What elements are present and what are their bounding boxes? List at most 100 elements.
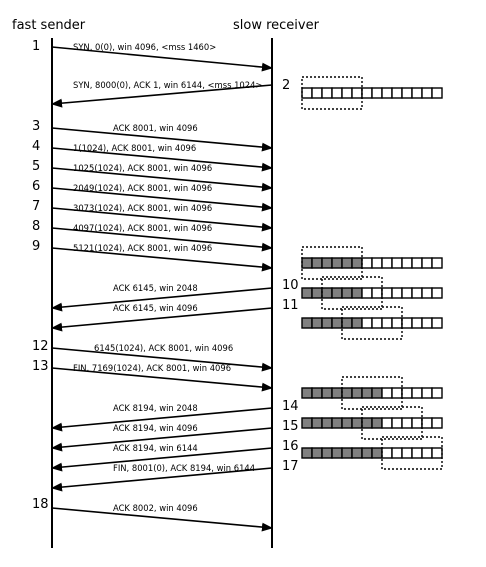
buffer-cell [431, 257, 443, 269]
step-number-4: 4 [32, 139, 40, 154]
buffer-3 [301, 276, 443, 310]
message-label-10: ACK 6145, win 2048 [113, 283, 198, 293]
buffer-cell [351, 87, 363, 99]
buffer-cell [381, 287, 393, 299]
buffer-cell [331, 287, 343, 299]
step-number-10: 10 [282, 278, 299, 293]
buffer-cell [341, 447, 353, 459]
buffer-cell [321, 387, 333, 399]
buffer-cell [431, 87, 443, 99]
message-arrow-5 [51, 167, 274, 192]
buffer-cell [371, 257, 383, 269]
buffer-window [301, 246, 363, 280]
buffer-cell [301, 417, 313, 429]
receive-buffers [301, 76, 443, 470]
buffer-cell [391, 447, 403, 459]
step-number-2: 2 [282, 78, 290, 93]
buffer-cell [361, 317, 373, 329]
message-label-11: ACK 6145, win 4096 [113, 303, 198, 313]
buffer-cell [401, 417, 413, 429]
buffer-cell [421, 317, 433, 329]
buffer-4 [301, 306, 443, 340]
buffer-cell [371, 287, 383, 299]
buffer-cell [411, 417, 423, 429]
step-number-8: 8 [32, 219, 40, 234]
buffer-window [341, 376, 403, 410]
buffer-cell [331, 447, 343, 459]
buffer-cell [401, 257, 413, 269]
message-label-5: 1025(1024), ACK 8001, win 4096 [73, 163, 212, 173]
message-arrow-3 [51, 127, 274, 152]
message-label-12: 6145(1024), ACK 8001, win 4096 [94, 343, 233, 353]
buffer-cell [401, 287, 413, 299]
buffer-cell [321, 417, 333, 429]
buffer-cell [421, 417, 433, 429]
step-number-18: 18 [32, 497, 49, 512]
buffer-cell [391, 417, 403, 429]
buffer-cell [401, 317, 413, 329]
buffer-cell [431, 417, 443, 429]
buffer-cell [311, 287, 323, 299]
message-arrow-1 [51, 46, 274, 72]
message-arrow-2 [50, 84, 273, 108]
buffer-cell [381, 417, 393, 429]
buffer-cell [331, 257, 343, 269]
message-arrow-11 [50, 307, 273, 332]
buffer-cell [411, 287, 423, 299]
buffer-cell [401, 447, 413, 459]
buffer-cell [341, 257, 353, 269]
buffer-cell [411, 87, 423, 99]
buffer-cell [331, 387, 343, 399]
buffer-cell [381, 317, 393, 329]
buffer-cell [421, 87, 433, 99]
message-arrow-10 [50, 287, 273, 312]
step-number-13: 13 [32, 359, 49, 374]
buffer-cell [311, 257, 323, 269]
buffer-cell [351, 417, 363, 429]
buffer-cell [311, 417, 323, 429]
buffer-window [301, 76, 363, 110]
message-arrow-16 [50, 447, 273, 472]
buffer-cell [431, 447, 443, 459]
buffer-window [361, 406, 423, 440]
buffer-cell [411, 257, 423, 269]
message-label-6: 2049(1024), ACK 8001, win 4096 [73, 183, 212, 193]
buffer-cell [301, 257, 313, 269]
buffer-cell [301, 387, 313, 399]
buffer-cell [331, 87, 343, 99]
buffer-cell [381, 87, 393, 99]
buffer-window [341, 306, 403, 340]
buffer-window [381, 436, 443, 470]
message-arrow-12 [51, 347, 274, 372]
buffer-cell [301, 317, 313, 329]
message-label-8: 4097(1024), ACK 8001, win 4096 [73, 223, 212, 233]
step-number-12: 12 [32, 339, 49, 354]
buffer-cell [351, 447, 363, 459]
buffer-cell [311, 87, 323, 99]
message-arrow-4 [51, 147, 274, 172]
message-arrow-13 [51, 367, 274, 392]
buffer-cell [371, 447, 383, 459]
buffer-cell [431, 317, 443, 329]
buffer-cell [401, 387, 413, 399]
buffer-1 [301, 76, 443, 110]
buffer-cell [361, 387, 373, 399]
buffer-cell [301, 87, 313, 99]
buffer-cell [331, 417, 343, 429]
message-label-18: ACK 8002, win 4096 [113, 503, 198, 513]
message-arrow-17 [50, 467, 273, 492]
step-number-5: 5 [32, 159, 40, 174]
buffer-cell [311, 387, 323, 399]
buffer-cell [391, 387, 403, 399]
message-label-2: SYN, 8000(0), ACK 1, win 6144, <mss 1024… [73, 80, 262, 90]
buffer-cell [341, 317, 353, 329]
buffer-cell [361, 287, 373, 299]
buffer-cell [421, 287, 433, 299]
message-label-15: ACK 8194, win 4096 [113, 423, 198, 433]
buffer-cell [341, 387, 353, 399]
step-number-9: 9 [32, 239, 40, 254]
buffer-5 [301, 376, 443, 410]
buffer-cell [411, 387, 423, 399]
buffer-cell [321, 257, 333, 269]
